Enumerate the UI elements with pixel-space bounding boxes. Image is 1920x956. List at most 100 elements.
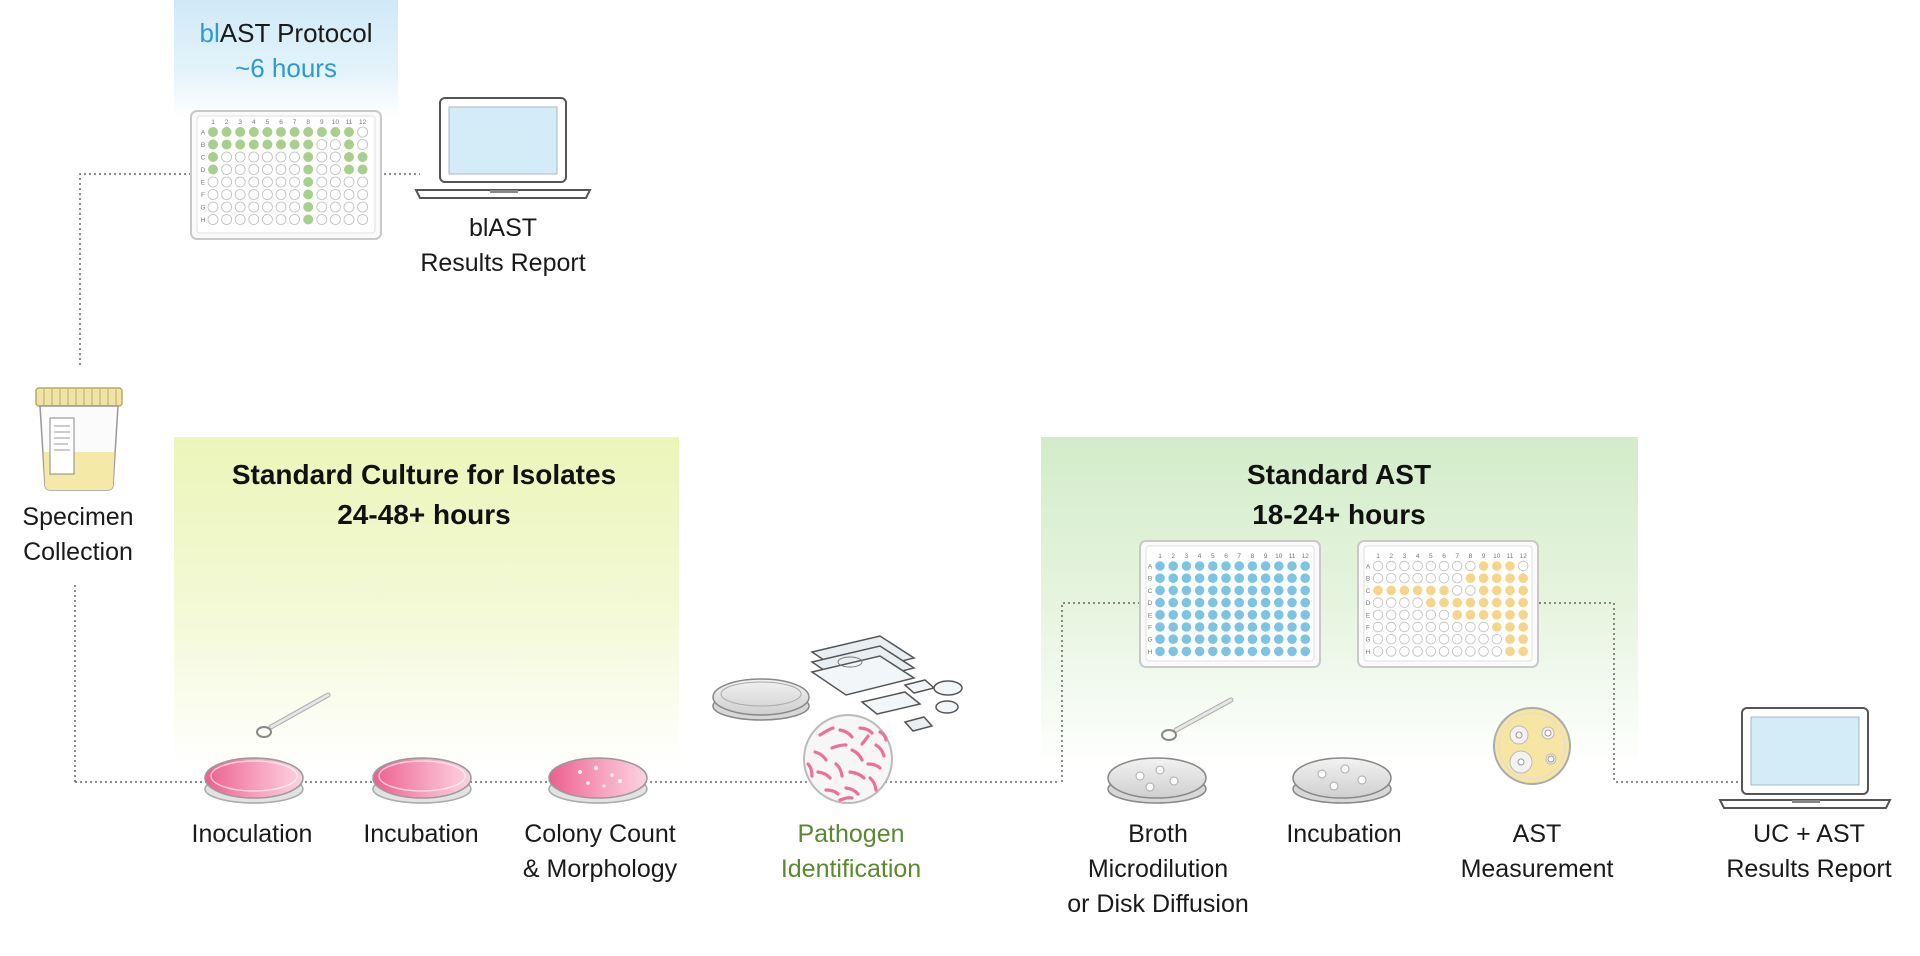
broth-well xyxy=(1234,597,1244,608)
blast-well xyxy=(316,139,328,150)
blast-well xyxy=(221,139,232,150)
broth-loop-icon xyxy=(1161,697,1234,741)
ast-well xyxy=(1399,609,1410,621)
blast-well xyxy=(303,202,314,212)
broth-well xyxy=(1181,622,1192,632)
pathogen-line1: Pathogen xyxy=(797,820,905,848)
blast-well xyxy=(329,214,341,225)
ast-well xyxy=(1451,560,1463,572)
ast-well xyxy=(1438,560,1450,572)
blast-well xyxy=(329,176,341,188)
blast-well xyxy=(208,164,218,175)
blast-col-label: 2 xyxy=(225,119,229,126)
broth-well xyxy=(1155,573,1165,583)
ast-well xyxy=(1373,585,1383,596)
broth-well xyxy=(1181,634,1192,644)
inoculation-dish-icon xyxy=(204,757,304,804)
broth-well xyxy=(1208,585,1218,596)
incubation2-label: Incubation xyxy=(1286,820,1402,848)
ast-well xyxy=(1517,560,1529,572)
blast-col-label: 12 xyxy=(359,119,367,126)
broth-well xyxy=(1181,573,1192,583)
step-incubation-ast: Incubation xyxy=(1286,817,1401,852)
ast-well xyxy=(1465,634,1476,645)
blast-well xyxy=(289,139,300,150)
blast-well xyxy=(207,214,219,225)
ast-well xyxy=(1451,585,1463,596)
blast-well xyxy=(357,189,369,200)
blast-row-label: D xyxy=(201,167,206,174)
ast-well xyxy=(1518,573,1528,583)
broth-well xyxy=(1287,634,1297,644)
broth-well xyxy=(1221,646,1231,657)
bacterium-rod xyxy=(858,726,874,735)
ast-well xyxy=(1399,634,1410,645)
ast-well xyxy=(1438,609,1450,621)
ast-well xyxy=(1372,597,1384,608)
blast-well xyxy=(303,164,314,175)
broth-plate-wells xyxy=(1155,561,1310,657)
ast-measurement-line1: AST xyxy=(1512,820,1562,848)
bacterium-rod xyxy=(816,770,832,780)
broth-col-label: 11 xyxy=(1289,553,1296,560)
blast-well xyxy=(329,189,341,200)
ast-col-label: 7 xyxy=(1455,553,1459,560)
broth-well xyxy=(1194,561,1205,571)
broth-well xyxy=(1300,585,1310,596)
blast-row-label: F xyxy=(201,192,205,199)
broth-well xyxy=(1274,597,1284,608)
culture-title-line1: Standard Culture for Isolates xyxy=(231,459,617,490)
ast-well xyxy=(1399,585,1410,596)
broth-col-label: 7 xyxy=(1237,553,1241,560)
ast-well xyxy=(1505,573,1515,583)
broth-well xyxy=(1300,634,1310,644)
broth-col-label: 5 xyxy=(1211,553,1215,560)
blast-well xyxy=(248,214,260,225)
blast-well xyxy=(329,164,341,175)
broth-well xyxy=(1287,573,1297,583)
blast-well xyxy=(234,201,246,213)
broth-well xyxy=(1168,585,1178,596)
blast-well xyxy=(208,152,218,162)
blast-well xyxy=(248,151,260,163)
blast-well xyxy=(208,127,218,137)
colony-line1: Colony Count xyxy=(524,820,676,848)
broth-line2: Microdilution xyxy=(1087,855,1229,883)
broth-well xyxy=(1208,610,1218,620)
blast-well xyxy=(207,201,219,213)
blast-well xyxy=(316,176,328,188)
blast-col-label: 6 xyxy=(279,119,283,126)
broth-well xyxy=(1300,622,1310,632)
broth-well xyxy=(1168,622,1178,632)
bacterium-rod xyxy=(838,728,854,739)
broth-well xyxy=(1234,585,1244,596)
broth-well xyxy=(1221,561,1231,571)
blast-col-label: 8 xyxy=(306,119,310,126)
incubation-dish-icon xyxy=(372,757,472,804)
blast-well xyxy=(261,164,273,175)
ast-well xyxy=(1492,597,1502,608)
broth-well xyxy=(1168,561,1178,571)
blast-well xyxy=(303,214,314,225)
ast-col-label: 5 xyxy=(1429,553,1433,560)
broth-well xyxy=(1194,585,1205,596)
broth-well xyxy=(1287,622,1297,632)
ast-col-label: 10 xyxy=(1493,553,1501,560)
broth-well xyxy=(1208,634,1218,644)
broth-well xyxy=(1234,561,1244,571)
blast-well xyxy=(234,176,246,188)
broth-well xyxy=(1208,573,1218,583)
ast-well xyxy=(1412,646,1423,657)
broth-well xyxy=(1274,646,1284,657)
blast-col-label: 1 xyxy=(211,119,215,126)
ast-title-line1: Standard AST xyxy=(1246,459,1432,490)
ast-well xyxy=(1438,634,1450,645)
broth-col-label: 8 xyxy=(1251,553,1255,560)
blast-col-label: 3 xyxy=(238,119,242,126)
broth-col-label: 1 xyxy=(1158,553,1162,560)
blast-well xyxy=(208,139,218,150)
